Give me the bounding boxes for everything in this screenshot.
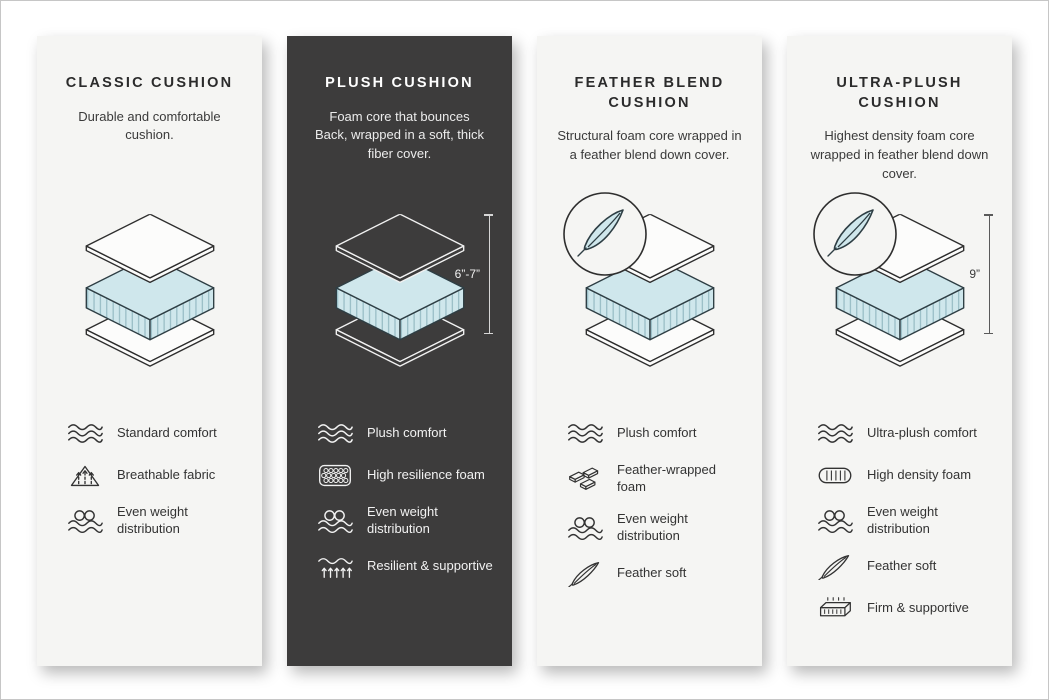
feature-label: Even weight distribution [617, 510, 688, 543]
card-description: Highest density foam core wrapped in fea… [810, 128, 989, 181]
feature-row: Plush comfort [315, 420, 494, 447]
feature-row: Feather soft [815, 553, 994, 580]
card-header: FEATHER BLEND CUSHION Structural foam co… [555, 74, 744, 192]
waves-icon [815, 420, 855, 447]
feature-list: Plush comfort Feather-wrapped foam Even … [555, 420, 744, 587]
measure-line [488, 214, 490, 334]
card-title: CLASSIC CUSHION [65, 75, 234, 91]
even-weight-icon [315, 507, 355, 534]
cushion-illustration: 6”-7” [305, 192, 494, 404]
feature-row: Breathable fabric [65, 462, 244, 489]
waves-icon [565, 420, 605, 447]
feature-row: Even weight distribution [315, 504, 494, 538]
height-measure: 9” [969, 214, 993, 334]
measure-line [988, 214, 990, 334]
firm-supportive-icon [815, 595, 855, 622]
high-density-foam-icon [815, 462, 855, 489]
feature-label: Even weight distribution [867, 504, 938, 536]
feature-label: Plush comfort [617, 425, 697, 441]
feature-row: Resilient & supportive [315, 553, 494, 580]
card-description: Durable and comfortable cushion. [78, 108, 221, 143]
card-feather-blend-cushion: FEATHER BLEND CUSHION Structural foam co… [537, 36, 762, 666]
cushion-illustration [555, 192, 744, 404]
feature-label: Breathable fabric [117, 467, 216, 483]
feature-label: Plush comfort [367, 425, 447, 441]
feather-icon [815, 553, 855, 580]
feature-row: High density foam [815, 462, 994, 489]
feature-row: Standard comfort [65, 420, 244, 447]
measure-cap [984, 332, 993, 334]
feature-label: Even weight distribution [117, 504, 188, 536]
card-header: CLASSIC CUSHION Durable and comfortable … [66, 74, 234, 192]
feather-badge-icon [561, 190, 649, 278]
card-plush-cushion: PLUSH CUSHION Foam core that bounces Bac… [287, 36, 512, 666]
feature-label: Resilient & supportive [367, 557, 493, 573]
feature-label: Feather soft [867, 557, 937, 573]
feature-label: High resilience foam [367, 467, 485, 483]
waves-icon [65, 420, 105, 447]
feature-label: Standard comfort [117, 425, 217, 441]
feature-label: Firm & supportive [867, 599, 969, 615]
feather-icon [565, 560, 605, 587]
feature-row: Feather soft [565, 560, 744, 587]
feature-row: Even weight distribution [65, 504, 244, 538]
feature-row: Firm & supportive [815, 595, 994, 622]
card-title: FEATHER BLEND CUSHION [574, 75, 725, 111]
card-title: ULTRA-PLUSH CUSHION [836, 75, 963, 111]
feature-label: Ultra-plush comfort [867, 425, 977, 441]
feature-list: Standard comfort Breathable fabric Even … [55, 420, 244, 538]
even-weight-icon [65, 507, 105, 534]
height-measure: 6”-7” [455, 214, 493, 334]
cushion-illustration [55, 192, 244, 404]
card-header: ULTRA-PLUSH CUSHION Highest density foam… [805, 74, 994, 192]
feature-row: Feather-wrapped foam [565, 462, 744, 496]
cushion-illustration: 9” [805, 192, 994, 404]
measure-cap [484, 332, 493, 334]
feature-row: High resilience foam [315, 462, 494, 489]
cushion-layers-icon [309, 214, 491, 369]
card-classic-cushion: CLASSIC CUSHION Durable and comfortable … [37, 36, 262, 666]
honeycomb-icon [315, 462, 355, 489]
feature-list: Ultra-plush comfort High density foam Ev… [805, 420, 994, 622]
card-ultra-plush-cushion: ULTRA-PLUSH CUSHION Highest density foam… [787, 36, 1012, 666]
even-weight-icon [565, 514, 605, 541]
card-description: Structural foam core wrapped in a feathe… [557, 128, 742, 162]
resilient-icon [315, 553, 355, 580]
bricks-icon [565, 465, 605, 492]
feature-label: Feather-wrapped foam [617, 462, 716, 494]
feature-label: High density foam [867, 467, 972, 483]
feature-row: Even weight distribution [815, 504, 994, 538]
feature-row: Even weight distribution [565, 511, 744, 545]
card-description: Foam core that bounces Back, wrapped in … [314, 108, 485, 162]
waves-icon [315, 420, 355, 447]
height-label: 6”-7” [454, 267, 480, 281]
card-title: PLUSH CUSHION [325, 75, 474, 91]
height-label: 9” [969, 267, 980, 281]
even-weight-icon [815, 507, 855, 534]
feature-row: Ultra-plush comfort [815, 420, 994, 447]
feather-badge-icon [811, 190, 899, 278]
feature-row: Plush comfort [565, 420, 744, 447]
feature-label: Feather soft [617, 564, 687, 580]
cushion-layers-icon [59, 214, 241, 369]
card-header: PLUSH CUSHION Foam core that bounces Bac… [312, 74, 488, 192]
breathable-icon [65, 462, 105, 489]
feature-list: Plush comfort High resilience foam Even … [305, 420, 494, 580]
feature-label: Even weight distribution [367, 504, 438, 536]
